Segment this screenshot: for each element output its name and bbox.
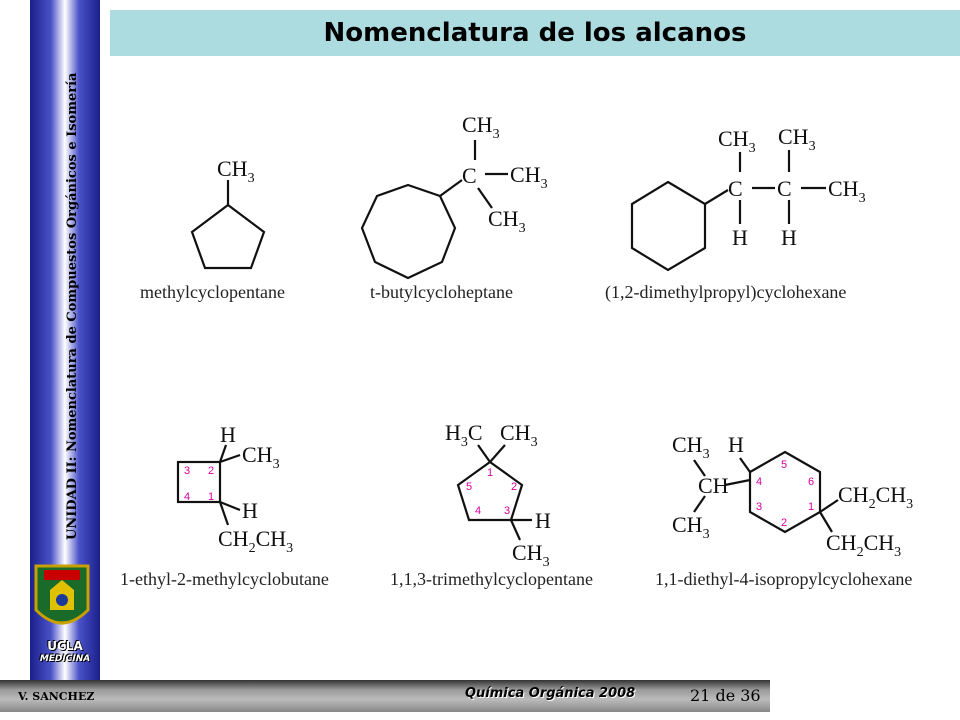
svg-text:H: H — [732, 225, 748, 250]
svg-text:C: C — [728, 176, 743, 201]
page-number: 21 de 36 — [690, 686, 761, 705]
svg-text:H: H — [242, 498, 258, 523]
svg-text:CH3: CH3 — [488, 206, 526, 236]
svg-text:CH3: CH3 — [462, 112, 500, 142]
svg-text:C: C — [777, 176, 792, 201]
structure-label: (1,2-dimethylpropyl)cyclohexane — [605, 282, 846, 303]
svg-text:1: 1 — [808, 501, 814, 513]
svg-text:CH3: CH3 — [718, 126, 756, 156]
svg-text:2: 2 — [781, 517, 787, 529]
svg-text:CH3: CH3 — [510, 162, 548, 192]
svg-text:H: H — [535, 508, 551, 533]
footer-course: Química Orgánica 2008 — [465, 686, 636, 701]
page-title: Nomenclatura de los alcanos — [323, 18, 747, 48]
svg-text:3: 3 — [756, 501, 762, 513]
logo-title: UCLA — [47, 639, 83, 653]
svg-text:6: 6 — [808, 476, 814, 488]
structure-t-butylcycloheptane: C CH3 CH3 CH3 t-butylcycloheptane — [360, 112, 548, 302]
footer-author: V. SANCHEZ — [18, 690, 95, 703]
svg-text:H: H — [728, 432, 744, 457]
svg-text:5: 5 — [466, 481, 472, 493]
svg-text:5: 5 — [781, 459, 787, 471]
structure-trimethylcyclopentane: 1 2 3 4 5 H3C CH3 H CH3 1,1,3-trimethylc… — [390, 420, 593, 589]
svg-text:CH: CH — [698, 473, 729, 498]
structure-label: 1,1,3-trimethylcyclopentane — [390, 569, 593, 589]
structure-label: methylcyclopentane — [140, 282, 285, 302]
svg-text:CH3: CH3 — [672, 432, 710, 462]
svg-text:CH3: CH3 — [217, 156, 255, 186]
svg-text:4: 4 — [756, 476, 762, 488]
ucla-logo-icon — [34, 564, 90, 625]
svg-text:CH2CH3: CH2CH3 — [218, 526, 293, 556]
svg-text:1: 1 — [487, 467, 493, 479]
svg-text:H: H — [781, 225, 797, 250]
svg-text:CH3: CH3 — [828, 176, 866, 206]
svg-text:4: 4 — [184, 491, 190, 503]
svg-text:4: 4 — [475, 505, 481, 517]
svg-text:CH3: CH3 — [512, 540, 550, 570]
structure-label: t-butylcycloheptane — [370, 282, 513, 302]
footer-bar — [0, 680, 770, 712]
svg-text:2: 2 — [511, 481, 517, 493]
logo-text: UCLA MEDICINA — [30, 640, 100, 666]
svg-text:CH2CH3: CH2CH3 — [838, 482, 913, 512]
svg-text:C: C — [462, 163, 477, 188]
svg-text:CH3: CH3 — [778, 124, 816, 154]
svg-text:1: 1 — [208, 491, 214, 503]
header-bar: Nomenclatura de los alcanos — [110, 10, 960, 56]
svg-text:CH3: CH3 — [672, 512, 710, 542]
svg-text:CH3: CH3 — [242, 442, 280, 472]
svg-text:CH3: CH3 — [500, 420, 538, 450]
svg-text:2: 2 — [208, 465, 214, 477]
svg-text:3: 3 — [184, 465, 190, 477]
structure-ethyl-methylcyclobutane: 3 2 4 1 H CH3 H CH2CH3 1-ethyl-2-methylc… — [120, 422, 329, 589]
structure-diethyl-isopropylcyclohexane: 5 6 1 2 3 4 H CH CH3 CH3 CH2CH3 CH2CH3 1… — [655, 432, 913, 589]
structure-label: 1,1-diethyl-4-isopropylcyclohexane — [655, 569, 912, 589]
svg-text:CH2CH3: CH2CH3 — [826, 530, 901, 560]
logo-subtitle: MEDICINA — [39, 654, 91, 664]
svg-text:3: 3 — [504, 505, 510, 517]
svg-text:H3C: H3C — [445, 420, 483, 450]
structure-methylcyclopentane: CH3 methylcyclopentane — [140, 156, 285, 302]
structure-label: 1-ethyl-2-methylcyclobutane — [120, 569, 329, 589]
svg-text:H: H — [220, 422, 236, 447]
structure-dimethylpropyl-cyclohexane: C C CH3 CH3 CH3 H H (1,2-dimethylpropyl)… — [605, 124, 866, 303]
